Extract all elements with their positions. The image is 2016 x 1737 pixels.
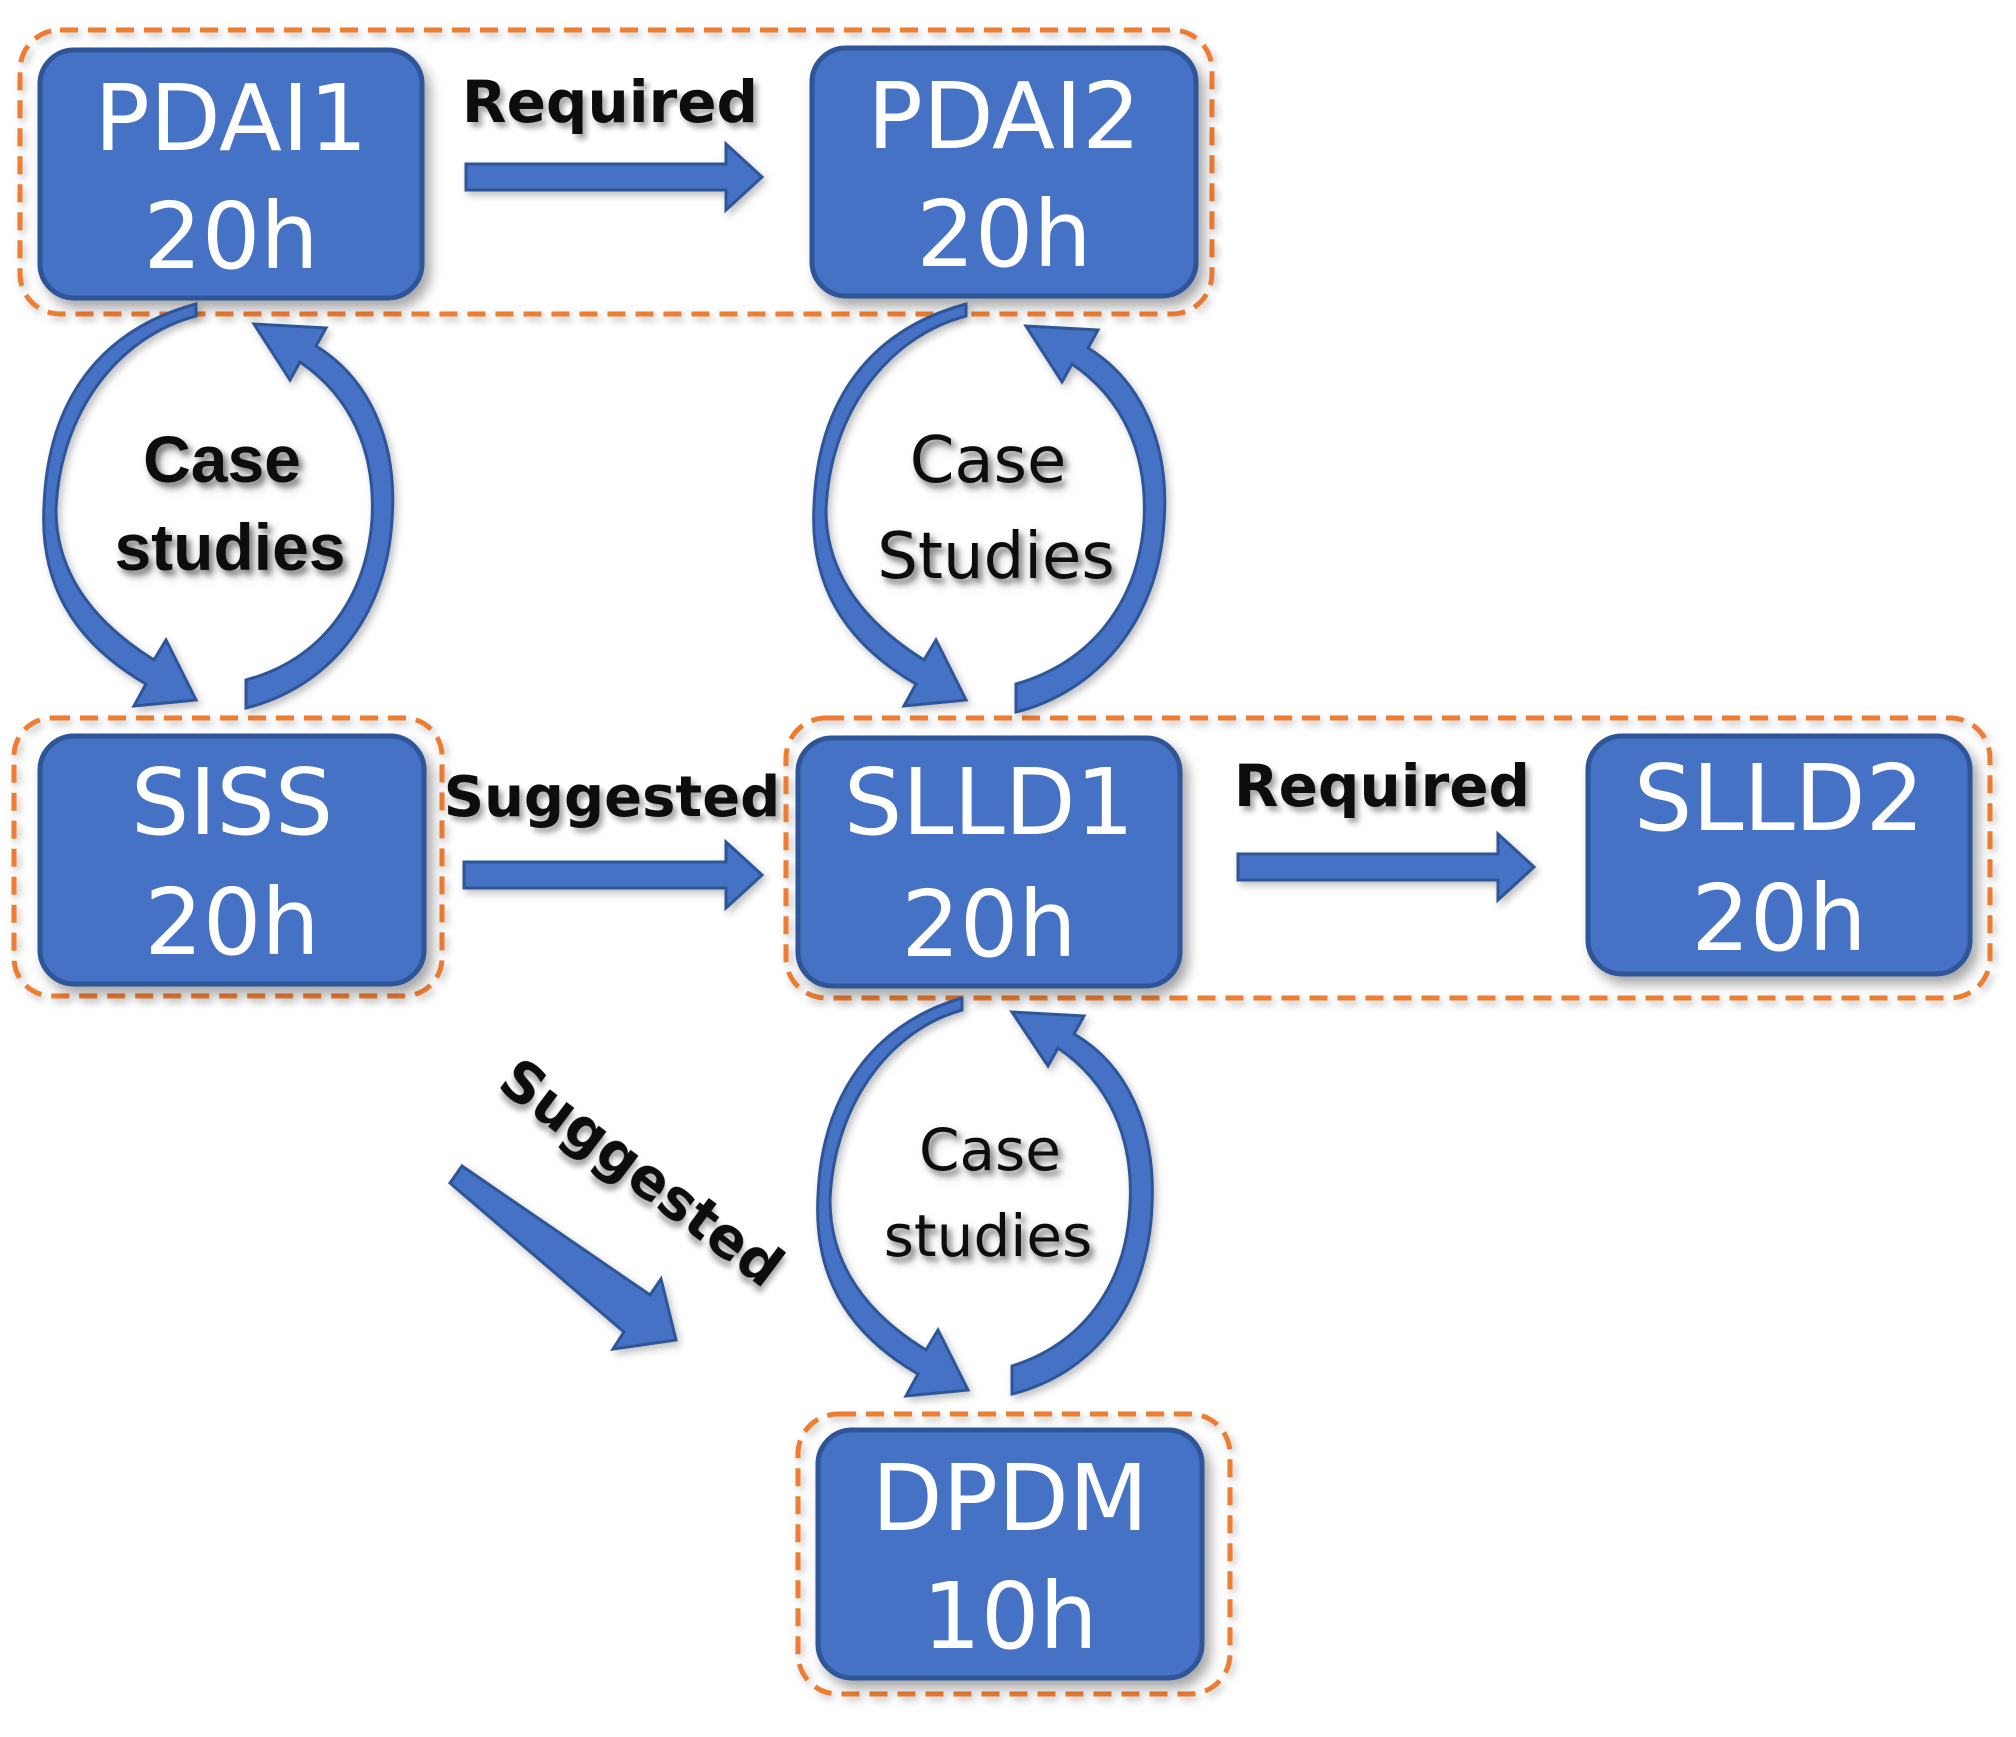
group-siss [11, 715, 445, 999]
node-pdai1: PDAI1 20h [37, 47, 425, 301]
group-pdai [17, 27, 1215, 317]
edge-label-pdai1-pdai2: Required [462, 68, 758, 136]
group-slld [783, 715, 1993, 1001]
node-slld1-name: SLLD1 [844, 749, 1134, 856]
group-dpdm [795, 1411, 1233, 1697]
node-siss-hours: 20h [144, 869, 319, 976]
node-dpdm: DPDM 10h [815, 1427, 1205, 1681]
cycle-pdai2-slld1: Case Studies [812, 302, 1167, 714]
cycle-pdai2-slld1-line1: Case [910, 424, 1067, 498]
node-slld2-hours: 20h [1691, 865, 1866, 972]
cycle-pdai2-slld1-line2: Studies [877, 520, 1114, 594]
edge-label-siss-dpdm: Suggested [487, 1046, 795, 1300]
node-slld2-name: SLLD2 [1634, 745, 1924, 852]
cycle-pdai1-siss-line2: studies [114, 510, 345, 584]
node-dpdm-name: DPDM [872, 1445, 1149, 1552]
cycle-pdai1-siss-line1: Case [143, 422, 301, 496]
node-pdai2: PDAI2 20h [809, 45, 1199, 299]
node-pdai2-hours: 20h [916, 181, 1091, 288]
node-siss-name: SISS [131, 749, 333, 856]
edge-label-siss-slld1: Suggested [444, 765, 781, 830]
arrow-pdai1-to-pdai2 [464, 140, 765, 214]
arrow-slld1-to-slld2 [1236, 830, 1537, 904]
node-pdai2-name: PDAI2 [867, 63, 1140, 170]
node-slld2: SLLD2 20h [1585, 733, 1973, 977]
node-slld1-hours: 20h [901, 871, 1076, 978]
cycle-slld1-dpdm-line2: studies [884, 1202, 1093, 1270]
node-siss: SISS 20h [37, 733, 427, 987]
arrow-siss-to-slld1 [462, 838, 765, 912]
cycle-pdai1-siss: Case studies [42, 302, 395, 710]
cycle-slld1-dpdm-line1: Case [919, 1116, 1061, 1184]
node-dpdm-hours: 10h [922, 1563, 1097, 1670]
node-pdai1-hours: 20h [143, 183, 318, 290]
arrow-siss-to-dpdm [447, 1163, 678, 1351]
node-pdai1-name: PDAI1 [94, 65, 367, 172]
node-slld1: SLLD1 20h [795, 735, 1183, 989]
cycle-slld1-dpdm: Case studies [816, 995, 1154, 1398]
edge-label-slld1-slld2: Required [1234, 752, 1530, 820]
